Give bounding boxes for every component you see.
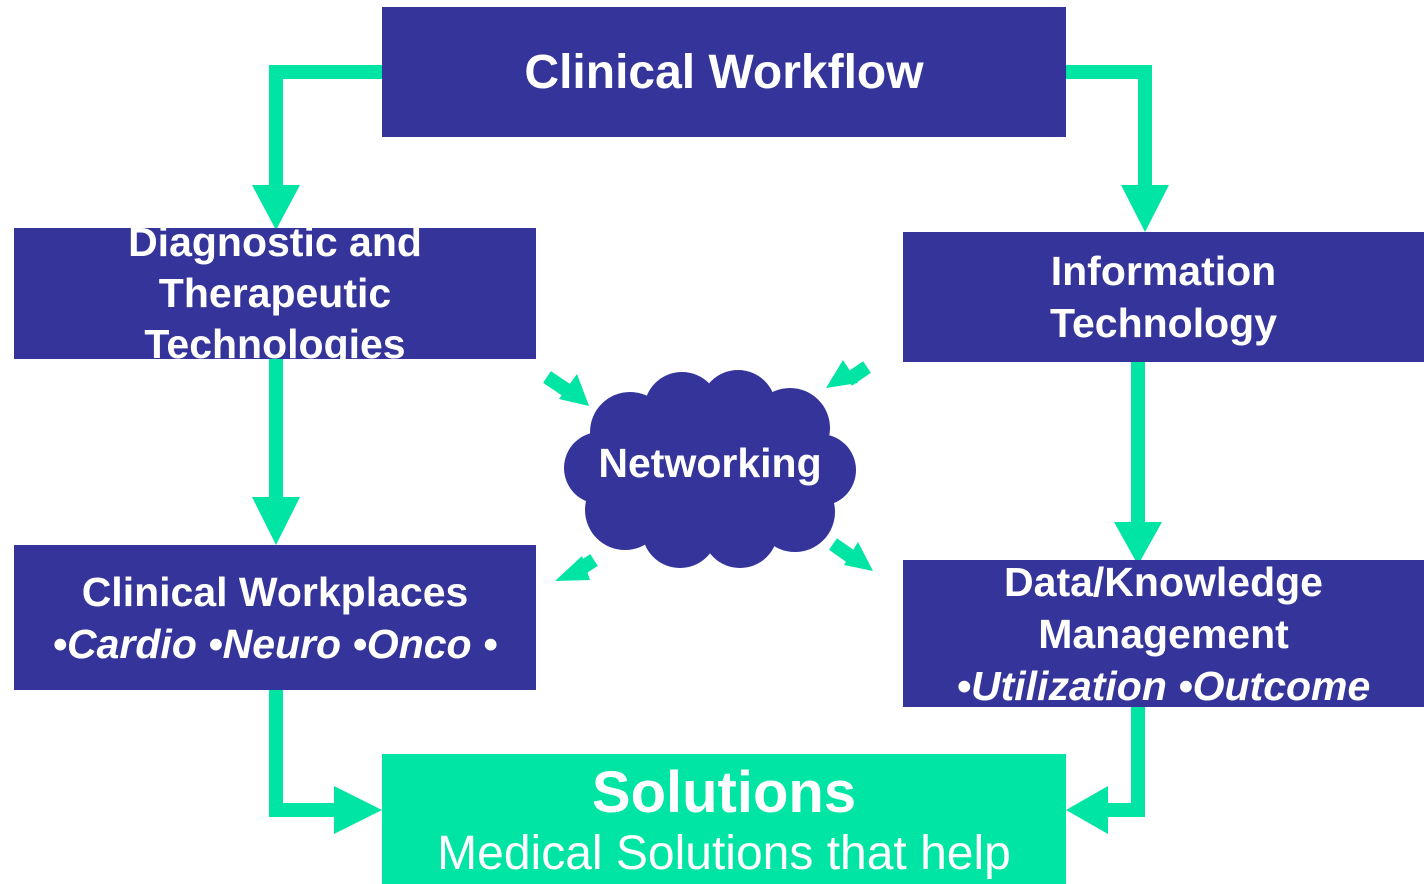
solutions-title: Solutions [591,760,857,825]
diagnostic-line-2: Therapeutic [158,270,392,316]
arrowhead-out-left [555,556,590,581]
arrowhead-it [1121,185,1169,232]
information-technology-box: Information Technology [903,232,1424,362]
clinical-workflow-title: Clinical Workflow [524,45,924,99]
arrowhead-workplaces [252,497,300,545]
clinical-workplaces-title: Clinical Workplaces [81,568,469,615]
arrow-workplaces-to-solutions [269,690,340,817]
clinical-workplaces-box: Clinical Workplaces •Cardio •Neuro •Onco… [14,545,536,690]
data-knowledge-items: •Utilization •Outcome [956,662,1371,708]
arrow-workflow-to-diagnostic [269,65,382,190]
it-line-1: Information [1050,248,1277,294]
arrowhead-diagnostic [252,185,300,230]
arrow-data-to-solutions [1105,707,1145,817]
solutions-box: Solutions Medical Solutions that help [382,754,1066,884]
arrow-workflow-to-it [1066,65,1152,190]
data-line-1: Data/Knowledge [1004,560,1323,605]
networking-cloud-shape [564,370,856,568]
arrowhead-solutions-right [1066,786,1108,834]
arrowhead-cloud-left-in [559,374,589,406]
solutions-subtitle: Medical Solutions that help [437,827,1011,880]
clinical-workplaces-items: •Cardio •Neuro •Onco • [52,620,498,667]
arrow-from-cloud-to-right [828,538,855,562]
networking-label: Networking [598,440,822,486]
it-line-2: Technology [1049,300,1278,346]
data-line-2: Management [1038,610,1289,657]
arrowhead-out-right [844,542,873,571]
arrowhead-cloud-right-in [826,360,858,388]
data-knowledge-box: Data/Knowledge Management •Utilization •… [903,560,1424,707]
arrow-into-cloud-from-left [543,371,572,397]
clinical-workflow-box: Clinical Workflow [382,7,1066,137]
diagnostic-line-3: Technologies [144,321,406,359]
diagnostic-line-1: Diagnostic and [128,228,422,265]
arrowhead-solutions-left [334,786,382,834]
arrowhead-data [1114,522,1162,565]
diagnostic-technologies-box: Diagnostic and Therapeutic Technologies [14,228,536,359]
